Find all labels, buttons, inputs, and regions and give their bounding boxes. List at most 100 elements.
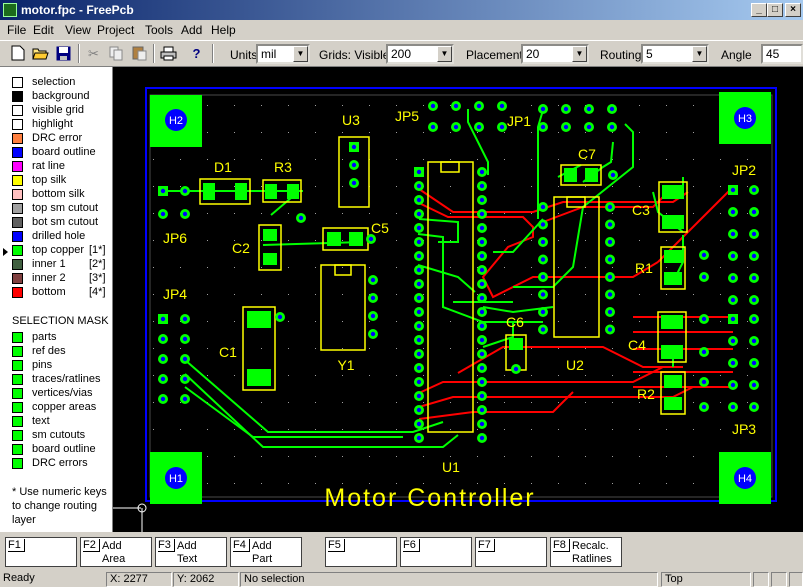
mounting-hole-h2[interactable]: H2 — [150, 95, 202, 147]
layer-color-swatch[interactable] — [12, 119, 23, 130]
size-grip-icon[interactable] — [789, 572, 803, 587]
part-c4[interactable]: C4 — [628, 311, 687, 363]
mask-checkbox[interactable] — [12, 430, 23, 441]
mask-checkbox[interactable] — [12, 374, 23, 385]
layer-color-swatch[interactable] — [12, 217, 23, 228]
mask-checkbox[interactable] — [12, 458, 23, 469]
f5-key[interactable]: F5 — [325, 537, 397, 567]
part-c2[interactable]: C2 — [232, 224, 282, 271]
through-hole-pads[interactable] — [158, 101, 759, 443]
chevron-down-icon[interactable]: ▼ — [572, 46, 587, 62]
layer-color-swatch[interactable] — [12, 245, 23, 256]
menu-project[interactable]: Project — [97, 23, 135, 37]
layer-color-swatch[interactable] — [12, 161, 23, 172]
grid-dot — [693, 240, 694, 241]
mounting-hole-h3[interactable]: H3 — [719, 92, 771, 144]
layer-color-swatch[interactable] — [12, 273, 23, 284]
mask-checkbox[interactable] — [12, 416, 23, 427]
grid-dot — [612, 159, 613, 160]
grid-select[interactable]: 200 ▼ — [386, 44, 454, 64]
layer-color-swatch[interactable] — [12, 287, 23, 298]
grid-dot — [531, 402, 532, 403]
angle-select[interactable]: 45 — [761, 44, 803, 64]
menu-file[interactable]: File — [7, 23, 27, 37]
grid-dot — [288, 321, 289, 322]
part-r2[interactable]: R2 — [637, 371, 686, 415]
placement-select[interactable]: 20 ▼ — [521, 44, 589, 64]
layer-color-swatch[interactable] — [12, 231, 23, 242]
print-icon[interactable] — [158, 43, 179, 64]
copy-icon[interactable] — [106, 43, 127, 64]
part-c6[interactable]: C6 — [505, 314, 527, 371]
chevron-down-icon[interactable]: ▼ — [692, 46, 707, 62]
cut-icon[interactable]: ✂ — [88, 46, 99, 61]
mask-checkbox[interactable] — [12, 444, 23, 455]
close-button[interactable]: × — [785, 3, 801, 17]
part-r3[interactable]: R3 — [262, 159, 302, 203]
grid-dot — [612, 402, 613, 403]
chevron-down-icon[interactable]: ▼ — [293, 46, 308, 62]
drill-hole — [160, 188, 166, 194]
part-c1[interactable]: C1 — [219, 306, 276, 391]
part-u2[interactable]: U2 — [553, 196, 600, 373]
mask-checkbox[interactable] — [12, 402, 23, 413]
layer-color-swatch[interactable] — [12, 77, 23, 88]
layer-color-swatch[interactable] — [12, 91, 23, 102]
grid-dot — [315, 456, 316, 457]
menu-view[interactable]: View — [65, 23, 91, 37]
grid-dot — [585, 294, 586, 295]
part-c5[interactable]: C5 — [322, 220, 389, 251]
grid-dot — [693, 213, 694, 214]
mounting-hole-h4[interactable]: H4 — [719, 452, 771, 504]
units-select[interactable]: mil ▼ — [256, 44, 310, 64]
new-file-icon[interactable] — [7, 43, 28, 64]
mounting-hole-h1[interactable]: H1 — [150, 452, 202, 504]
app-icon[interactable] — [3, 3, 17, 17]
mask-checkbox[interactable] — [12, 388, 23, 399]
layer-color-swatch[interactable] — [12, 133, 23, 144]
part-d1[interactable]: D1 — [199, 159, 251, 205]
drill-hole — [701, 316, 707, 322]
part-r1[interactable]: R1 — [635, 246, 686, 290]
grid-dot — [720, 213, 721, 214]
layer-color-swatch[interactable] — [12, 259, 23, 270]
f7-key[interactable]: F7 — [475, 537, 547, 567]
f1-key[interactable]: F1 — [5, 537, 77, 567]
part-u3[interactable]: U3 — [338, 112, 370, 208]
part-c3[interactable]: C3 — [632, 181, 688, 233]
part-u1[interactable]: U1 — [427, 161, 474, 475]
layer-color-swatch[interactable] — [12, 105, 23, 116]
routing-select[interactable]: 5 ▼ — [641, 44, 709, 64]
chevron-down-icon[interactable]: ▼ — [437, 46, 452, 62]
drill-hole — [730, 231, 736, 237]
pcb-canvas[interactable]: H2 H3 H1 H4 — [113, 67, 803, 532]
maximize-button[interactable]: □ — [767, 3, 783, 17]
mask-checkbox[interactable] — [12, 332, 23, 343]
units-value: mil — [261, 47, 277, 61]
menu-help[interactable]: Help — [211, 23, 236, 37]
paste-icon[interactable] — [129, 43, 150, 64]
menu-edit[interactable]: Edit — [33, 23, 54, 37]
open-folder-icon[interactable] — [30, 43, 51, 64]
layer-color-swatch[interactable] — [12, 147, 23, 158]
layer-color-swatch[interactable] — [12, 189, 23, 200]
layer-color-swatch[interactable] — [12, 175, 23, 186]
menu-tools[interactable]: Tools — [145, 23, 174, 37]
part-c7[interactable]: C7 — [560, 146, 602, 186]
save-icon[interactable] — [53, 43, 74, 64]
f6-key[interactable]: F6 — [400, 537, 472, 567]
menu-add[interactable]: Add — [181, 23, 203, 37]
board-outline[interactable] — [145, 87, 777, 502]
mask-checkbox[interactable] — [12, 346, 23, 357]
mask-checkbox[interactable] — [12, 360, 23, 371]
part-y1[interactable]: Y1 — [320, 264, 366, 373]
help-icon[interactable]: ? — [192, 46, 201, 61]
grid-dot — [234, 483, 235, 484]
layer-color-swatch[interactable] — [12, 203, 23, 214]
minimize-button[interactable]: _ — [751, 3, 767, 17]
pcb-board-view[interactable]: H2 H3 H1 H4 — [113, 67, 803, 532]
